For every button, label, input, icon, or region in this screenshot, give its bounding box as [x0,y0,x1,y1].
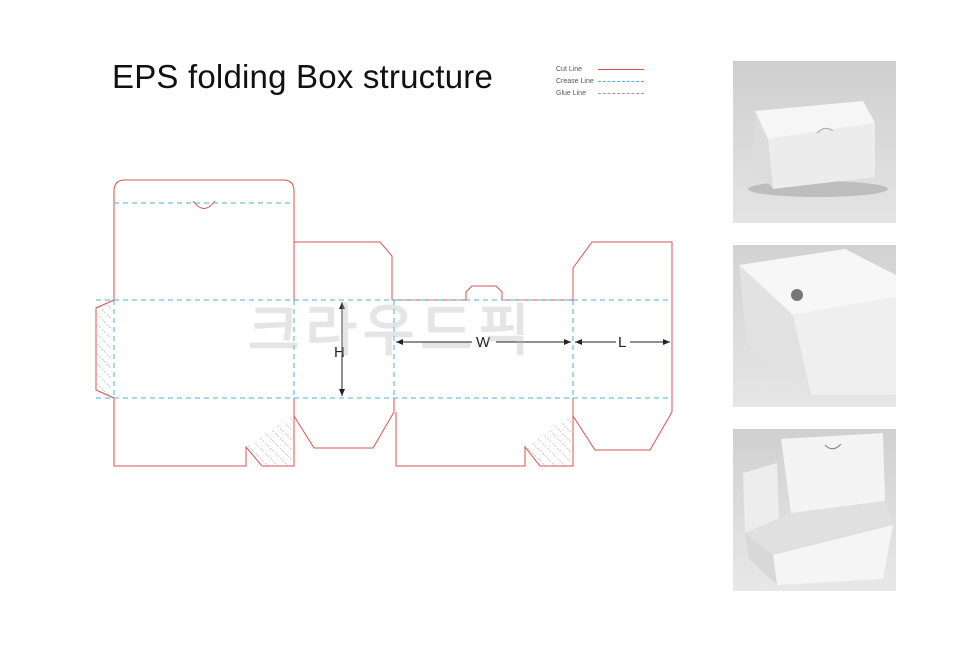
legend-label: Cut Line [556,65,583,73]
panel-4-bottom-flap [572,398,673,451]
glue-area-bottom-2 [525,416,571,466]
watermark-text: 크라우드픽 [248,299,536,364]
dim-w-label: W [476,334,491,351]
panel-4-top-flap [572,241,673,300]
page-title: EPS folding Box structure [112,58,494,95]
panel-1-outline [113,179,295,300]
legend-item-crease-line: Crease Line [556,75,656,87]
dim-h-arrow-bottom [339,389,345,396]
legend-label: Crease Line [556,77,594,85]
glue-line-swatch [598,92,644,94]
dim-l-arrow-left [575,339,582,345]
dimension-annotations: H W L [334,302,670,396]
panel-3-top [392,285,573,301]
panel-1-bottom [113,398,295,467]
panel-2-top-flap [293,241,393,300]
glue-area-bottom-1 [246,416,292,466]
panel-3-bottom [395,412,574,467]
dim-h-label: H [334,344,345,361]
legend-item-glue-line: Glue Line [556,87,656,99]
glue-flap-outline [95,299,115,399]
crease-line-swatch [598,80,644,82]
panel-2-bottom-flap [293,398,395,449]
legend-label: Glue Line [556,89,586,97]
box-photo-illustration [733,245,896,407]
glue-flap-left [96,300,112,398]
dim-h-arrow-top [339,302,345,309]
dim-l-label: L [618,334,626,351]
photo-open-box [733,429,896,591]
line-legend: Cut Line Crease Line Glue Line [556,63,656,99]
box-photo-illustration [733,61,896,223]
glue-areas [96,300,571,466]
cut-line-swatch [598,68,644,70]
photo-closed-box-front [733,61,896,223]
lid-thumb-notch [192,200,216,209]
dim-l-arrow-right [663,339,670,345]
dim-w-arrow-left [396,339,403,345]
box-dieline: H W L [95,179,673,467]
photo-closed-box-angled [733,245,896,407]
box-photo-illustration [733,429,896,591]
legend-item-cut-line: Cut Line [556,63,656,75]
dim-w-arrow-right [564,339,571,345]
crease-lines [96,202,672,399]
